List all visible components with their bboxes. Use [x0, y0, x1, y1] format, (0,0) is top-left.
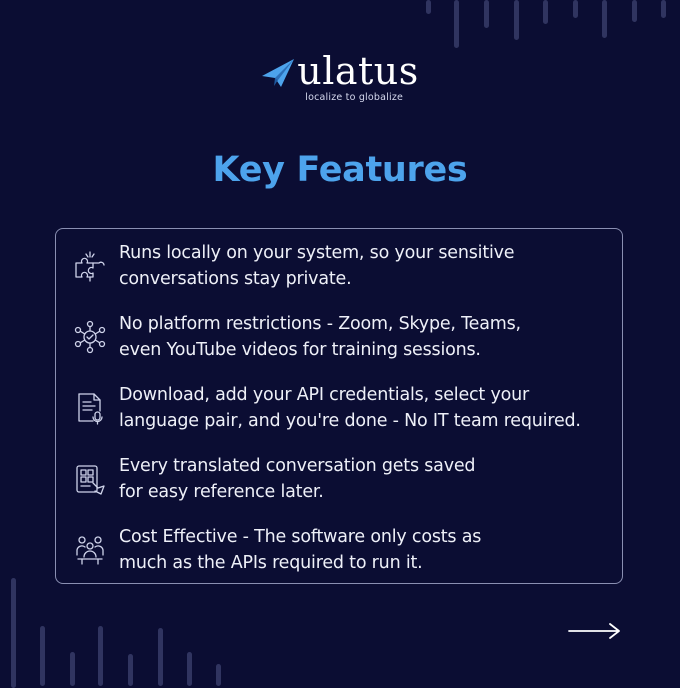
network-icon	[73, 320, 107, 354]
puzzle-icon	[73, 249, 107, 283]
feature-item: Download, add your API credentials, sele…	[56, 382, 622, 453]
feature-item: Every translated conversation gets saved…	[56, 453, 622, 524]
feature-text-line: language pair, and you're done - No IT t…	[119, 411, 581, 431]
feature-text-line: for easy reference later.	[119, 482, 324, 502]
team-meeting-icon	[73, 533, 107, 567]
feature-item: Cost Effective - The software only costs…	[56, 524, 622, 595]
paper-plane-logo-icon	[262, 59, 295, 87]
arrow-right-icon[interactable]	[568, 622, 622, 640]
feature-text-line: No platform restrictions - Zoom, Skype, …	[119, 314, 521, 334]
feature-text-line: Cost Effective - The software only costs…	[119, 527, 482, 547]
page-title: Key Features	[212, 150, 468, 190]
feature-item: No platform restrictions - Zoom, Skype, …	[56, 311, 622, 382]
feature-text-line: Download, add your API credentials, sele…	[119, 385, 530, 405]
brand-logo: ulatus localize to globalize	[0, 52, 680, 103]
brand-tagline: localize to globalize	[305, 92, 404, 103]
saved-conversation-icon	[73, 462, 107, 496]
feature-text-line: much as the APIs required to run it.	[119, 553, 423, 573]
feature-text-line: even YouTube videos for training session…	[119, 340, 481, 360]
feature-text-line: Runs locally on your system, so your sen…	[119, 243, 515, 263]
brand-name: ulatus	[297, 49, 419, 93]
feature-item: Runs locally on your system, so your sen…	[56, 240, 622, 311]
features-card: Runs locally on your system, so your sen…	[55, 228, 623, 584]
feature-text-line: Every translated conversation gets saved	[119, 456, 476, 476]
document-microphone-icon	[73, 391, 107, 425]
feature-text-line: conversations stay private.	[119, 269, 352, 289]
